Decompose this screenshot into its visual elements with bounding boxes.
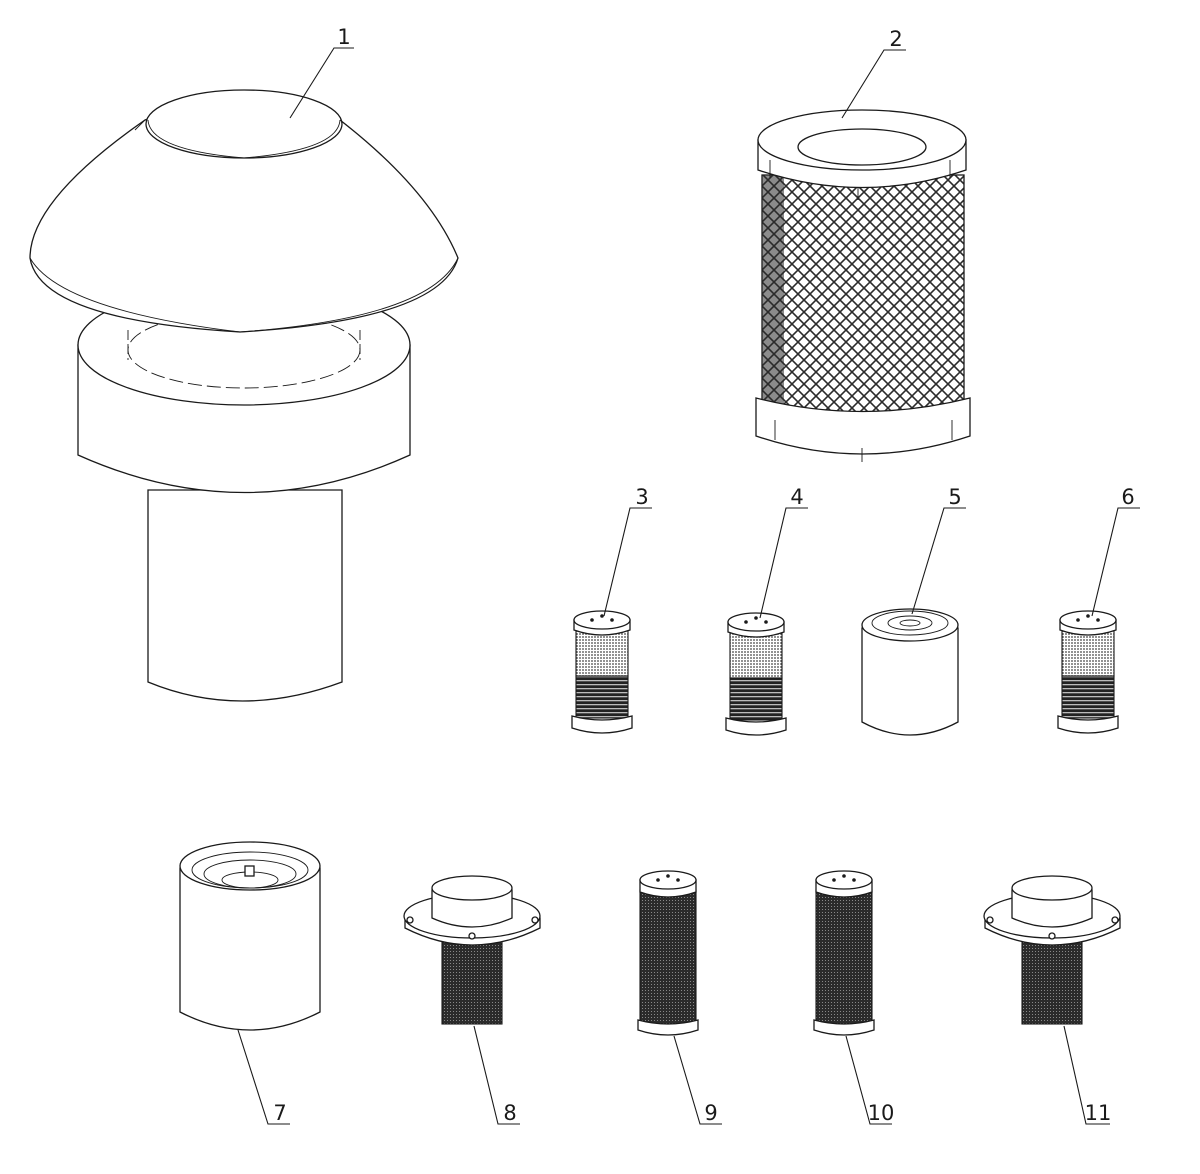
leader-7: [237, 1029, 290, 1125]
part-9-mesh-element: [637, 870, 699, 1036]
part-7-spin-on-filter: [179, 841, 321, 1031]
callout-10: 10: [868, 1101, 895, 1125]
leader-2: [841, 49, 906, 119]
callout-2: 2: [889, 27, 902, 51]
leader-6: [1091, 507, 1140, 617]
part-2-mesh-air-filter: [755, 109, 971, 462]
callout-9: 9: [704, 1101, 717, 1125]
callout-5: 5: [948, 485, 961, 509]
leader-1: [289, 47, 354, 119]
leader-11: [1063, 1025, 1110, 1125]
callout-numbers: 1 2 3 4 5 6 7 8 9 10 11: [273, 25, 1134, 1125]
leader-3: [603, 507, 652, 617]
callout-7: 7: [273, 1101, 286, 1125]
leader-4: [759, 507, 808, 619]
leader-5: [911, 507, 966, 615]
part-6-filter-element: [1057, 610, 1119, 734]
leader-9: [673, 1035, 722, 1125]
part-1-cone-cap-intake: [29, 89, 459, 702]
callout-3: 3: [635, 485, 648, 509]
part-11-breather-filter: [983, 875, 1121, 1025]
part-8-breather-filter: [403, 875, 541, 1025]
callout-6: 6: [1121, 485, 1134, 509]
callout-4: 4: [790, 485, 803, 509]
leader-8: [473, 1025, 520, 1125]
callout-leaders: [237, 47, 1140, 1125]
part-3-filter-element: [571, 610, 633, 734]
leader-10: [845, 1035, 892, 1125]
part-10-mesh-element: [813, 870, 875, 1036]
callout-8: 8: [503, 1101, 516, 1125]
callout-1: 1: [337, 25, 350, 49]
part-4-filter-element: [725, 612, 787, 736]
callout-11: 11: [1085, 1101, 1112, 1125]
part-5-spin-on-filter: [861, 608, 959, 736]
